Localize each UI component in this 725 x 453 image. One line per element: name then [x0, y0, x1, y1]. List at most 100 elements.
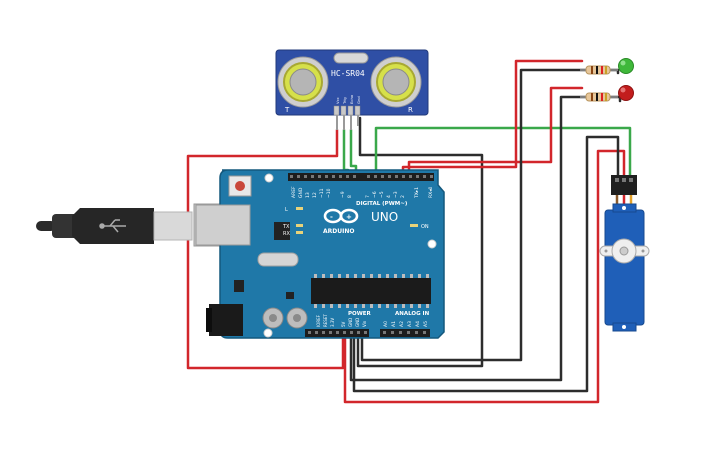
wire-trig: [342, 128, 350, 177]
servo-body: [604, 209, 645, 326]
resistor-green-led: [580, 65, 618, 75]
digital-header: [288, 173, 434, 181]
ultrasonic-sensor: HC-SR04 T R Vcc Trig Echo Gnd: [275, 49, 429, 130]
sensor-model-label: HC-SR04: [331, 69, 365, 78]
wire-servo-signal: [374, 126, 632, 180]
pin-label: Vcc: [335, 97, 340, 104]
pin-label: AREF: [291, 186, 297, 198]
pin-label: 12: [312, 192, 318, 198]
reset-button-cap[interactable]: [235, 181, 245, 191]
servo-mount-hole: [622, 325, 626, 329]
pin-label: 5V: [341, 321, 346, 327]
digital-pin-labels: AREF GND 13 12 ~11 ~10 ~9 8 7 ~6 ~5 4 ~3…: [291, 186, 434, 199]
usb-chip: [274, 222, 290, 240]
pin-label: RESET: [323, 314, 328, 327]
pin-label: GND: [355, 318, 360, 327]
pin-label: ~5: [379, 191, 385, 198]
servo-motor: [599, 175, 650, 332]
power-jack-side: [206, 308, 212, 332]
pin-label: ~9: [340, 191, 346, 198]
pin-label: 13: [305, 192, 311, 198]
servo-mount-hole: [622, 206, 626, 210]
pin-label: A0: [383, 321, 389, 327]
pin-label: ~6: [372, 191, 378, 198]
pin-label: IOREF: [316, 314, 321, 327]
green-led-circuit: [580, 58, 634, 75]
regulator: [234, 280, 244, 292]
logo-plus: +: [346, 213, 352, 221]
pin-label: A1: [391, 321, 397, 327]
wire-servo-gnd: [352, 135, 620, 393]
usb-connector-metal: [153, 211, 193, 241]
crystal-oscillator: [257, 252, 299, 267]
analog-header: [380, 329, 430, 337]
pin-label: 4: [386, 195, 392, 198]
led-tx-label: TX: [282, 224, 290, 230]
wire-sensor-gnd: [356, 116, 484, 368]
mount-hole: [263, 328, 273, 338]
pin-label: 7: [365, 195, 371, 198]
atmega-chip: [311, 278, 431, 304]
usb-port-overlap: [195, 204, 251, 246]
led-on-indicator: [410, 224, 418, 227]
pin-label: ~3: [393, 191, 399, 198]
analog-pin-labels: A0 A1 A2 A3 A4 A5: [383, 321, 429, 327]
arduino-logo-icon: [323, 208, 359, 224]
model-label: UNO: [371, 210, 398, 224]
wire-red-led: [407, 86, 584, 177]
capacitor: [293, 314, 301, 322]
led-l-indicator: [296, 207, 303, 210]
wire-sensor-vcc-5v: [186, 128, 345, 370]
power-header-pins: [308, 331, 367, 334]
pin-label: Gnd: [356, 96, 361, 104]
pin-label: GND: [348, 318, 353, 327]
pin-label: A3: [407, 321, 413, 327]
pin-label: ~10: [326, 188, 332, 198]
smd-part: [286, 292, 294, 299]
pin-label: A5: [423, 321, 429, 327]
pin-label: Echo: [349, 94, 354, 104]
usb-symbol-icon: [99, 219, 126, 233]
pin-label: A4: [415, 321, 421, 327]
pin-label: 8: [347, 195, 353, 198]
receiver-transducer: [370, 56, 422, 108]
wire-green-led: [401, 59, 584, 177]
digital-header-pins: [290, 175, 433, 178]
usb-cable-tail: [36, 221, 56, 231]
wire-servo-power: [343, 149, 626, 404]
capacitor: [269, 314, 277, 322]
pin-label: 2: [400, 195, 406, 198]
pin-label: GND: [298, 187, 304, 198]
servo-connector-pins: [615, 178, 633, 182]
wire-echo: [349, 128, 358, 177]
led-l-label: L: [285, 207, 288, 213]
arduino-uno-board: L TX RX ON - + ARDUINO UNO AREF GND 13 1…: [195, 169, 445, 339]
pin-label: RX◂0: [428, 187, 434, 198]
red-led-circuit: [580, 85, 634, 102]
led-tx-indicator: [296, 224, 303, 227]
sensor-pin-labels: Vcc Trig Echo Gnd: [335, 94, 361, 105]
on-label: ON: [421, 224, 429, 230]
transmitter-transducer: [277, 56, 329, 108]
led-rx-indicator: [296, 231, 303, 234]
mount-hole: [264, 173, 274, 183]
resistor-red-led: [580, 92, 618, 102]
pin-label: Trig: [342, 97, 347, 105]
analog-label: ANALOG IN: [395, 311, 430, 317]
mount-hole: [427, 239, 437, 249]
brand-label: ARDUINO: [323, 228, 354, 235]
logo-minus: -: [330, 213, 333, 221]
pin-label: 3.3V: [330, 318, 335, 327]
pin-label: TX▸1: [414, 187, 420, 199]
sensor-crystal: [333, 52, 369, 64]
pin-label: A2: [399, 321, 405, 327]
chip-legs: [314, 274, 429, 308]
green-led-icon: [618, 58, 634, 74]
power-pin-labels: IOREF RESET 3.3V 5V GND GND Vin: [316, 314, 367, 327]
servo-horn: [599, 238, 650, 264]
sensor-r-label: R: [408, 106, 413, 114]
power-jack: [209, 304, 243, 336]
sensor-t-label: T: [284, 106, 290, 114]
led-rx-label: RX: [283, 231, 290, 237]
